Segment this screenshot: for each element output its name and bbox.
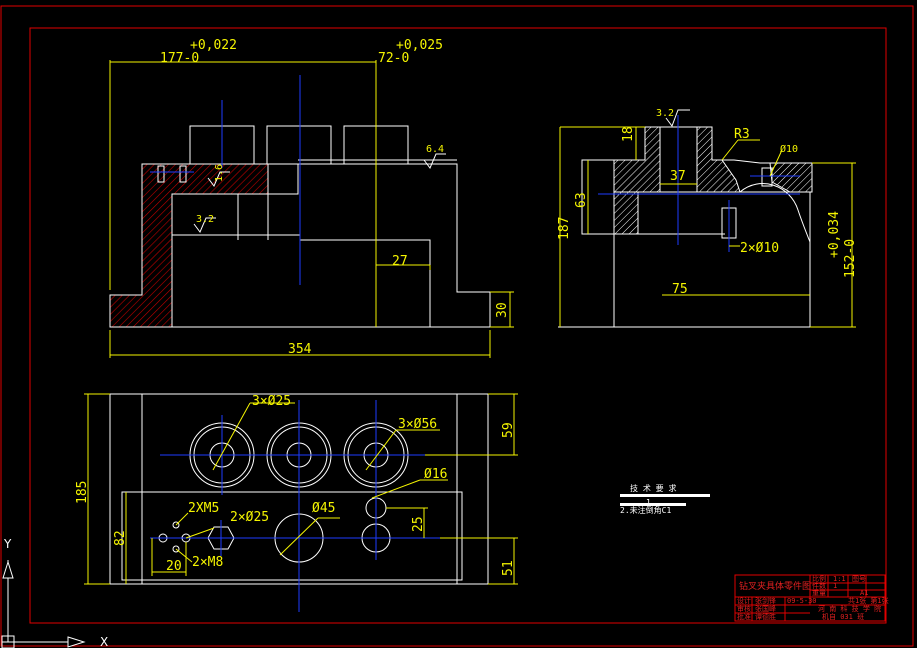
dim-354: 354 — [288, 342, 312, 357]
scale-label: 比例 — [812, 574, 826, 583]
outer-border — [0, 5, 914, 647]
weight-label: 重量 — [812, 589, 826, 597]
dim-2x-hole-10: 2×Ø10 — [740, 241, 779, 256]
side-section-hatch-right — [696, 126, 741, 193]
dim-hole-10: Ø10 — [780, 143, 798, 155]
dim-3x-hole-25: 3×Ø25 — [252, 394, 291, 409]
dim-r3: R3 — [734, 127, 750, 142]
tol-152-upper: +0,034 — [827, 211, 842, 258]
tech-requirements: 技 术 要 求 1 2.未注倒角C1 — [620, 483, 710, 515]
tech-req-line2: 2.未注倒角C1 — [620, 505, 671, 515]
dim-30: 30 — [495, 302, 510, 318]
dim-hole-16: Ø16 — [424, 467, 447, 482]
roughness-3-2-side: 3.2 — [656, 108, 674, 119]
dim-75: 75 — [672, 282, 688, 297]
dim-152: 152-0 — [843, 239, 858, 278]
side-section-hatch-left — [613, 126, 661, 235]
dim-18: 18 — [621, 126, 636, 142]
date-value: 09-5-30 — [787, 597, 817, 605]
dim-72: 72-0 — [378, 51, 409, 66]
front-section-hatch — [109, 163, 269, 328]
roughness-1-6: 1.6 — [214, 164, 225, 182]
ucs-icon: Y X — [1, 537, 108, 648]
title-block: 钻叉夹具体零件图 比例 1:1 图号 件数 1 A1 重量 共1张 第1张 设计… — [734, 574, 889, 622]
dim-37: 37 — [670, 169, 686, 184]
drawing-no-label: 图号 — [852, 575, 866, 583]
dim-82: 82 — [113, 530, 128, 546]
front-view: +0,022 177-0 +0,025 72-0 354 27 30 6.4 1… — [109, 38, 514, 358]
dim-177-value: 177 — [160, 51, 183, 66]
dim-185: 185 — [75, 481, 90, 504]
ucs-y-label: Y — [3, 537, 12, 551]
roughness-3-2-front: 3.2 — [196, 214, 214, 225]
qty-value: 1 — [833, 582, 837, 590]
sheet-value: 共1张 第1张 — [848, 596, 889, 605]
dim-3x-hole-56: 3×Ø56 — [398, 417, 437, 432]
side-view: 187 63 18 37 R3 Ø10 2×Ø10 75 +0,034 152-… — [557, 108, 858, 328]
tech-req-line1: 1 — [646, 498, 651, 507]
dim-2x-hole-25: 2×Ø25 — [230, 510, 269, 525]
thread-2xm8: 2×M8 — [192, 555, 223, 570]
dim-59: 59 — [501, 422, 516, 438]
roughness-6-4: 6.4 — [426, 144, 444, 155]
tol-177-lower: 0 — [191, 51, 199, 66]
approver-name: 谭德胜 — [755, 612, 776, 621]
dim-27: 27 — [392, 254, 408, 269]
checker-name: 张国峰 — [755, 604, 776, 613]
dim-177: 177-0 — [160, 51, 199, 66]
top-view: 3×Ø25 3×Ø56 59 Ø16 185 2XM5 2×Ø25 Ø45 25… — [75, 393, 518, 612]
dim-63: 63 — [574, 192, 589, 208]
qty-label: 件数 — [812, 581, 826, 590]
drawing-name: 钻叉夹具体零件图 — [739, 580, 811, 592]
dim-51: 51 — [501, 560, 516, 576]
tech-req-title: 技 术 要 求 — [630, 483, 676, 493]
thread-2xm5: 2XM5 — [188, 501, 219, 516]
class-name: 机自 031 班 — [822, 612, 864, 621]
dim-152-value: 152 — [843, 255, 858, 278]
dim-hole-45: Ø45 — [312, 501, 335, 516]
dim-72-value: 72 — [378, 51, 394, 66]
approver-label: 批准 — [737, 612, 751, 621]
dim-20: 20 — [166, 559, 182, 574]
tol-177-upper: +0,022 — [190, 38, 237, 53]
dim-25: 25 — [411, 516, 426, 532]
size-value: A1 — [860, 589, 868, 597]
tol-72-upper: +0,025 — [396, 38, 443, 53]
school-name: 河 南 科 技 学 院 — [818, 604, 881, 613]
scale-value: 1:1 — [833, 575, 846, 583]
ucs-x-label: X — [100, 635, 108, 648]
designer-label: 设计 — [737, 596, 751, 605]
inner-border — [29, 27, 887, 624]
checker-label: 审核 — [737, 604, 751, 613]
designer-name: 张剑锋 — [755, 596, 776, 605]
tol-152-lower: 0 — [843, 239, 858, 247]
dim-187: 187 — [557, 217, 572, 240]
tol-72-lower: 0 — [401, 51, 409, 66]
side-clamp-hatch — [769, 162, 813, 193]
